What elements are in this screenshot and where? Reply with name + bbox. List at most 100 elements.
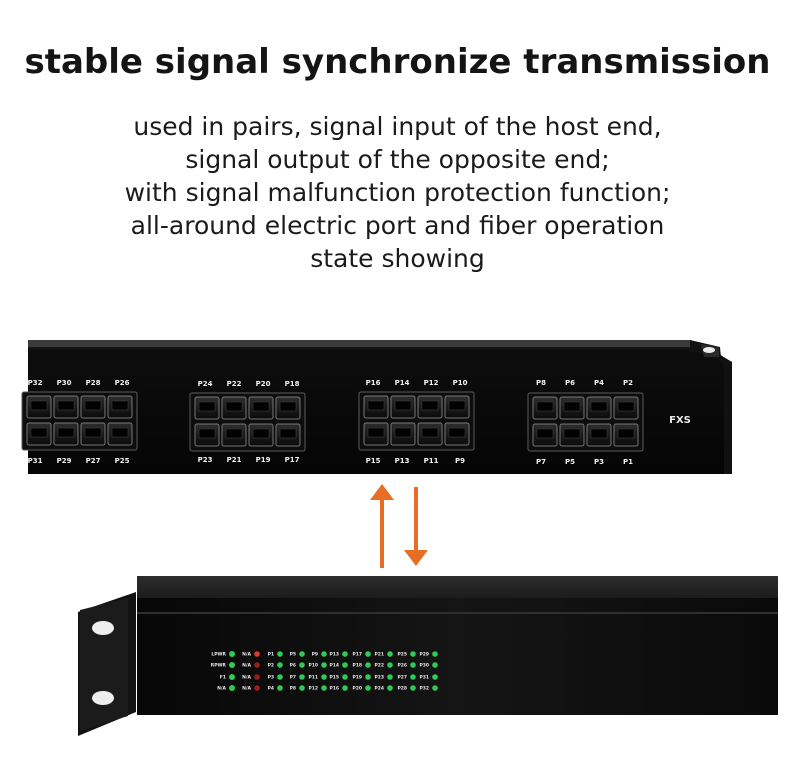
port-led-label: P2	[268, 663, 274, 669]
port-led-label: P32	[419, 686, 429, 692]
port-led-label: P4	[268, 686, 274, 692]
port-led	[299, 662, 305, 668]
port-led	[410, 685, 416, 691]
port-led-label: P1	[268, 652, 274, 658]
port-label: P30	[57, 379, 72, 387]
transfer-arrows	[370, 484, 428, 568]
port-label: P7	[536, 458, 546, 466]
port-led-label: P13	[329, 652, 339, 658]
port-led-label: P20	[352, 686, 362, 692]
status-led-label: LPWR	[211, 652, 226, 658]
port-led-label: P30	[419, 663, 429, 669]
port-led	[277, 651, 283, 657]
rj-port-opening	[590, 428, 608, 439]
na-led-label: N/A	[242, 675, 251, 681]
port-label: P14	[395, 379, 410, 387]
port-led-label: P23	[374, 675, 384, 681]
na-led	[254, 651, 260, 657]
port-label: P3	[594, 458, 604, 466]
status-led	[229, 674, 235, 680]
port-led-label: P8	[290, 686, 296, 692]
port-led	[342, 662, 348, 668]
rear-device: FXS P32 P30 P28 P26 P24 P22 P20 P18 P16 …	[21, 340, 732, 474]
rj-port-opening	[563, 428, 581, 439]
port-led-label: P6	[290, 663, 296, 669]
port-led	[432, 685, 438, 691]
na-led	[254, 662, 260, 668]
port-label: P31	[28, 457, 43, 465]
status-led-label: RPWR	[211, 663, 227, 669]
port-label: P12	[424, 379, 439, 387]
port-label: P18	[285, 380, 300, 388]
port-label: P8	[536, 379, 546, 387]
port-label: P20	[256, 380, 271, 388]
port-label: P4	[594, 379, 604, 387]
port-led-label: P7	[290, 675, 296, 681]
port-led	[299, 685, 305, 691]
port-led	[321, 651, 327, 657]
port-led-label: P25	[397, 652, 407, 658]
port-led-label: P24	[374, 686, 384, 692]
port-label: P28	[86, 379, 101, 387]
port-led	[410, 651, 416, 657]
feature-description: used in pairs, signal input of the host …	[0, 110, 795, 275]
port-led-label: P9	[312, 652, 318, 658]
port-label: P15	[366, 457, 381, 465]
description-line: used in pairs, signal input of the host …	[133, 112, 662, 141]
port-label: P11	[424, 457, 439, 465]
port-led	[387, 674, 393, 680]
port-led	[342, 674, 348, 680]
port-led-label: P11	[308, 675, 318, 681]
rj-port-opening	[590, 401, 608, 412]
port-led-label: P18	[352, 663, 362, 669]
rj-port-opening	[279, 401, 297, 412]
rj-port-opening	[421, 400, 439, 411]
rj-port-opening	[111, 427, 129, 438]
port-led-label: P16	[329, 686, 339, 692]
port-led	[387, 685, 393, 691]
up-arrow-icon	[370, 484, 394, 568]
rj-port-opening	[30, 427, 48, 438]
rj-port-opening	[394, 400, 412, 411]
port-led-label: P19	[352, 675, 362, 681]
port-label: P5	[565, 458, 575, 466]
na-led-label: N/A	[242, 663, 251, 669]
description-line: all-around electric port and fiber opera…	[130, 211, 665, 240]
description-line: with signal malfunction protection funct…	[124, 178, 671, 207]
headline: stable signal synchronize transmission	[24, 42, 771, 82]
port-led-label: P31	[419, 675, 429, 681]
rj-port-opening	[111, 400, 129, 411]
status-led	[229, 662, 235, 668]
rj-port-opening	[536, 428, 554, 439]
port-label: P23	[198, 456, 213, 464]
down-arrow-icon	[404, 487, 428, 566]
port-label: P2	[623, 379, 633, 387]
port-led	[277, 674, 283, 680]
port-label: P19	[256, 456, 271, 464]
rj-port-opening	[30, 400, 48, 411]
port-led	[410, 662, 416, 668]
port-led	[365, 685, 371, 691]
rj-port-opening	[279, 428, 297, 439]
port-led-label: P28	[397, 686, 407, 692]
description-line: signal output of the opposite end;	[185, 145, 610, 174]
port-label: P10	[453, 379, 468, 387]
port-led	[277, 685, 283, 691]
port-led-label: P22	[374, 663, 384, 669]
port-led	[321, 685, 327, 691]
port-label: P22	[227, 380, 242, 388]
port-label: P1	[623, 458, 633, 466]
port-led	[321, 674, 327, 680]
rj-port-opening	[198, 401, 216, 412]
rj-port-opening	[448, 400, 466, 411]
rj-port-opening	[367, 400, 385, 411]
rj-port-opening	[617, 428, 635, 439]
na-led	[254, 674, 260, 680]
port-led	[321, 662, 327, 668]
rj-port-opening	[448, 427, 466, 438]
port-led-label: P29	[419, 652, 429, 658]
status-led-label: N/A	[217, 686, 226, 692]
port-label: P16	[366, 379, 381, 387]
